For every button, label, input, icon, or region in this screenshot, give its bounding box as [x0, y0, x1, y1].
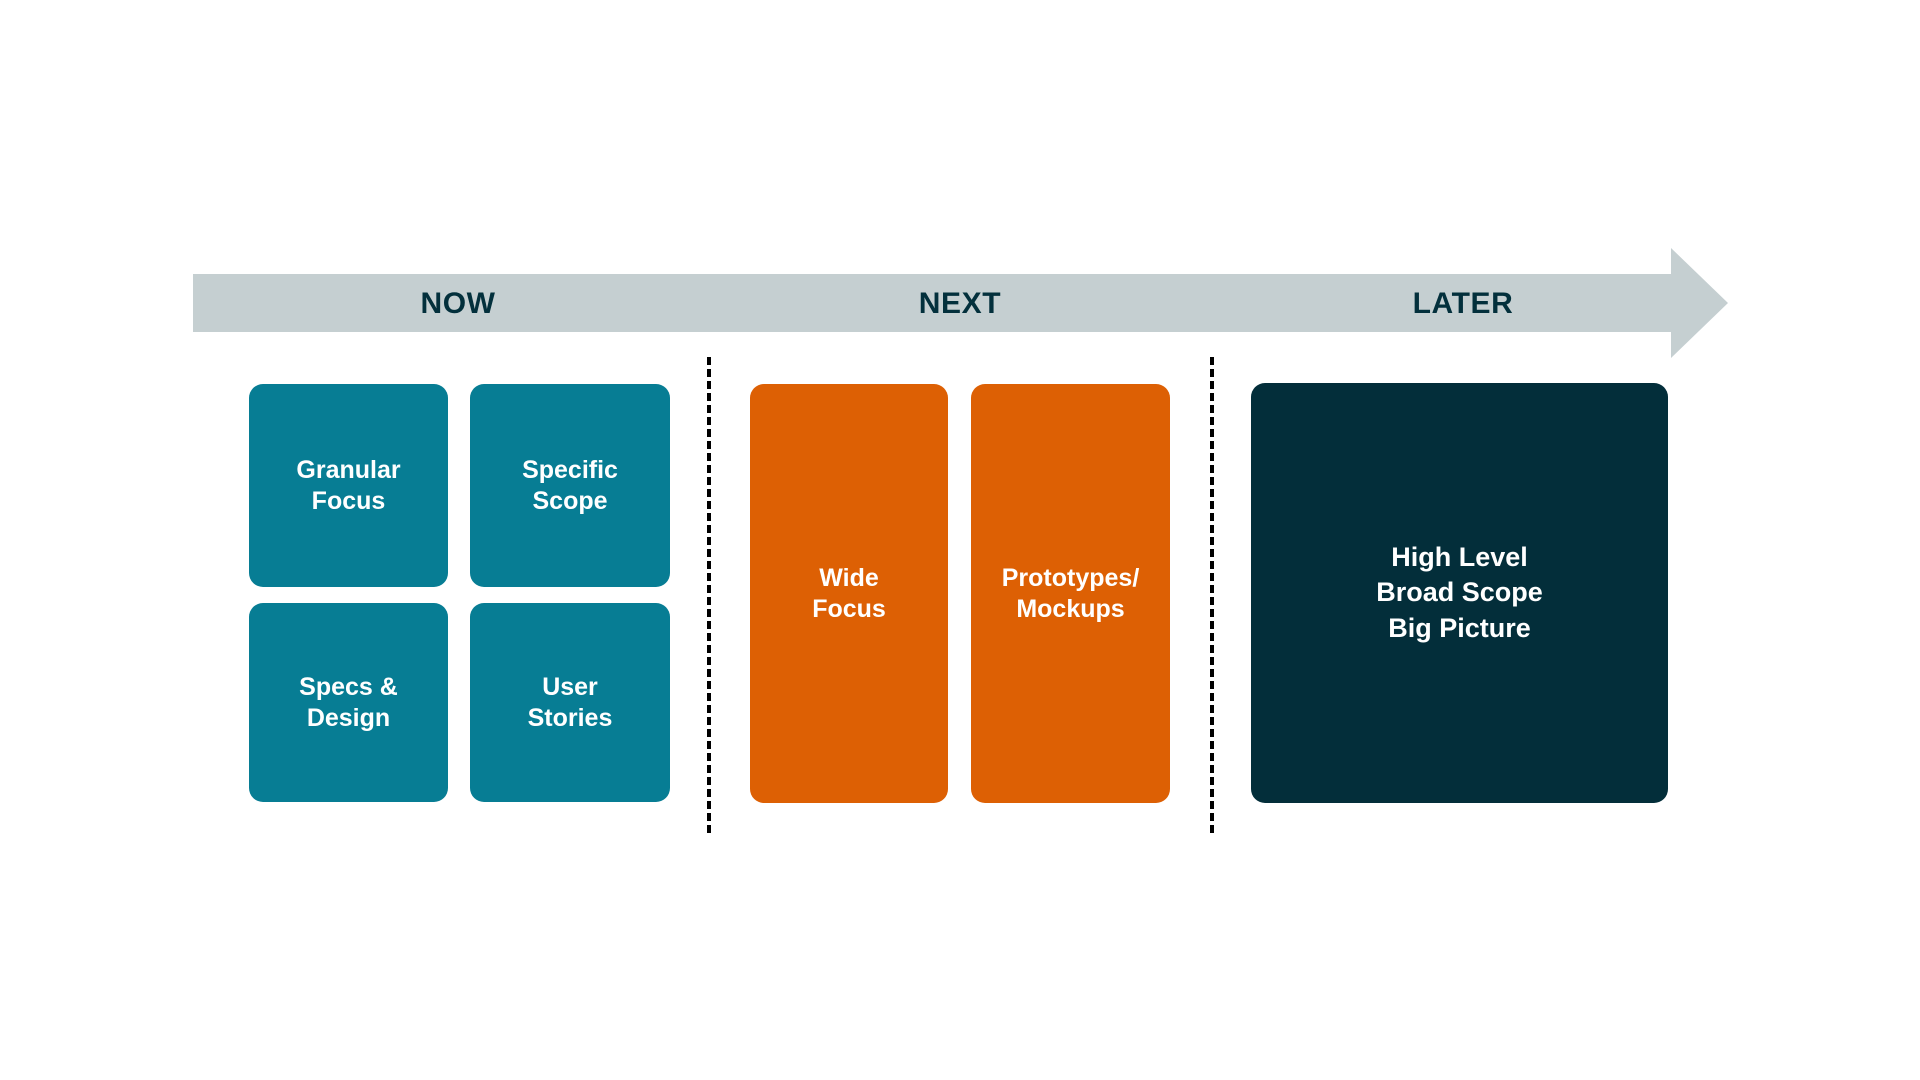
card-high-level-broad-scope-big-picture[interactable]: High Level Broad Scope Big Picture: [1251, 383, 1668, 803]
divider-now-next: [707, 357, 711, 833]
card-wide-focus[interactable]: Wide Focus: [750, 384, 948, 803]
card-specific-scope[interactable]: Specific Scope: [470, 384, 670, 587]
phase-label-now: NOW: [420, 287, 496, 320]
card-user-stories[interactable]: User Stories: [470, 603, 670, 802]
phase-label-next: NEXT: [918, 287, 1002, 320]
card-granular-focus[interactable]: Granular Focus: [249, 384, 448, 587]
divider-next-later: [1210, 357, 1214, 833]
phase-label-later: LATER: [1412, 287, 1514, 320]
card-specs-design[interactable]: Specs & Design: [249, 603, 448, 802]
card-prototypes-mockups[interactable]: Prototypes/ Mockups: [971, 384, 1170, 803]
